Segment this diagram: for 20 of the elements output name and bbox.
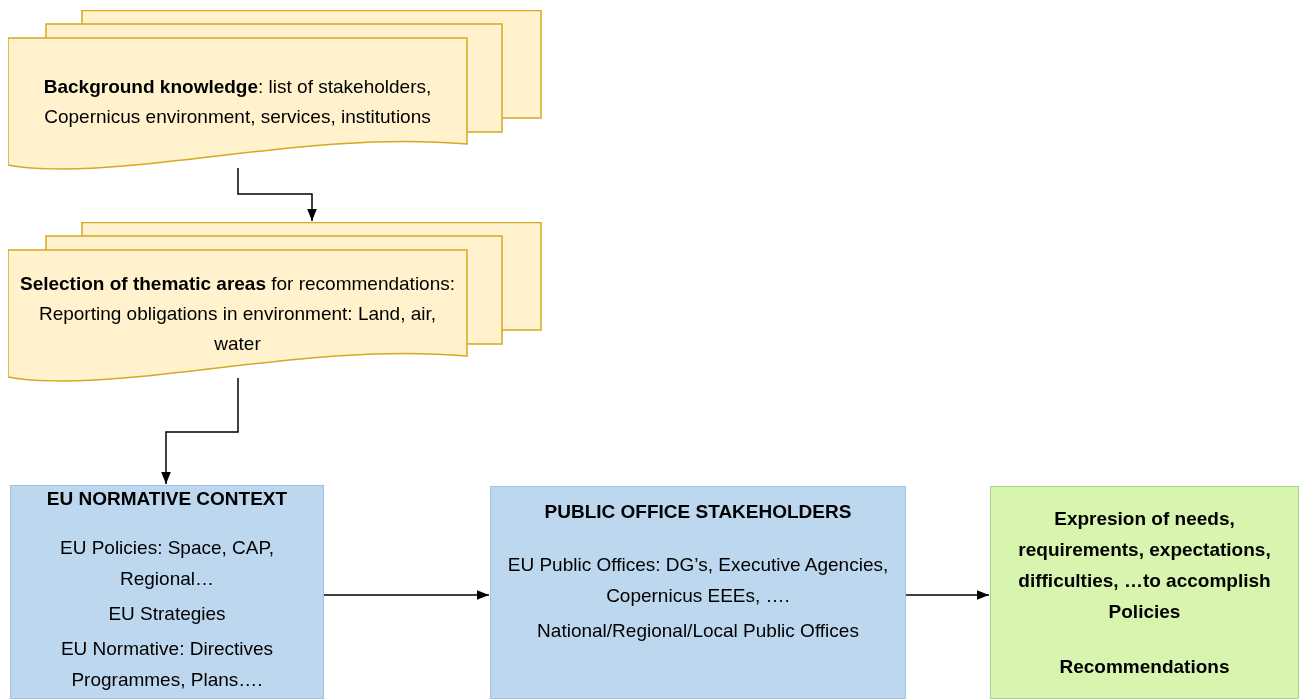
arrow <box>237 167 317 222</box>
box-heading: PUBLIC OFFICE STAKEHOLDERS <box>544 500 852 524</box>
box-text: National/Regional/Local Public Offices <box>536 619 860 643</box>
process-box <box>990 486 1299 699</box>
box-heading: EU NORMATIVE CONTEXT <box>46 487 288 511</box>
document-stack <box>8 10 542 172</box>
box-text: EU Normative: Directives Programmes, Plans…. <box>59 637 275 692</box>
document-stack <box>8 222 542 384</box>
box-text: Recommendations <box>1058 655 1231 679</box>
box-text: EU Strategies <box>107 602 227 626</box>
process-box <box>10 485 324 699</box>
document-text: Selection of thematic areas for recommendations: Reporting obligations in environment: Land, air, water <box>18 272 457 356</box>
box-text: EU Policies: Space, CAP, Regional… <box>59 536 275 591</box>
arrow <box>161 377 239 485</box>
document-text: Background knowledge: list of stakeholders, Copernicus environment, services, institutions <box>42 75 433 129</box>
arrow <box>905 590 990 600</box>
box-text: EU Public Offices: DG’s, Executive Agencies, Copernicus EEEs, …. <box>506 553 890 608</box>
process-box <box>490 486 906 699</box>
arrow <box>323 590 490 600</box>
box-text: Expresion of needs, requirements, expectations, difficulties, …to accomplish Policies <box>1017 507 1272 624</box>
